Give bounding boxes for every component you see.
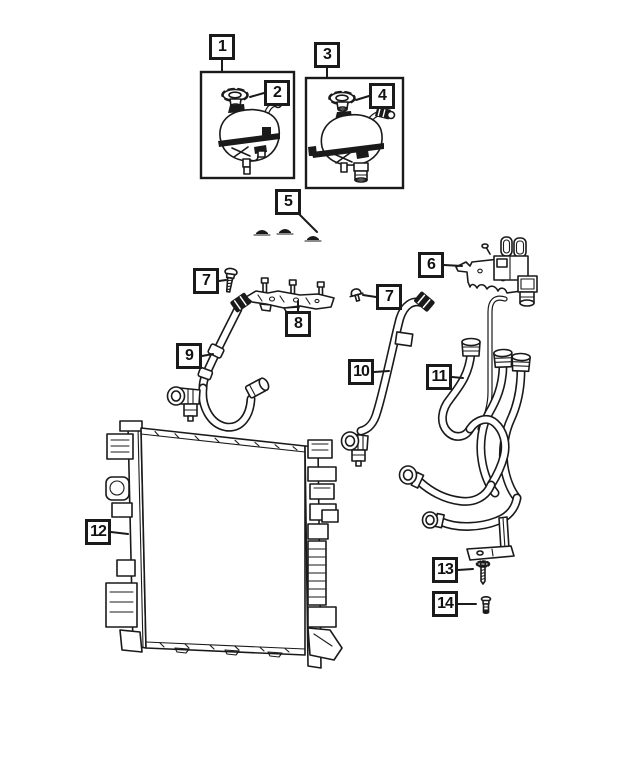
callout-box-3[interactable]: 3	[314, 42, 340, 68]
bolt-14-drawing	[480, 595, 492, 615]
callout-box-8[interactable]: 8	[285, 311, 311, 337]
part-3-enclosure-box	[304, 76, 405, 190]
callout-box-7-upper[interactable]: 7	[193, 268, 219, 294]
part-1-enclosure-box	[199, 70, 296, 180]
callout-box-9[interactable]: 9	[176, 343, 202, 369]
callout-box-12[interactable]: 12	[85, 519, 111, 545]
callout-box-11[interactable]: 11	[426, 364, 452, 390]
leader-line-10	[373, 370, 390, 373]
retainer-clips-5-drawing	[253, 229, 322, 242]
callout-box-4[interactable]: 4	[369, 83, 395, 109]
reservoir-cap-4-drawing	[328, 90, 356, 112]
leader-line-9	[201, 353, 214, 357]
radiator-12-drawing	[105, 420, 343, 669]
leader-line-5	[298, 213, 318, 233]
callout-box-10[interactable]: 10	[348, 359, 374, 385]
callout-box-2[interactable]: 2	[264, 80, 290, 106]
valve-bracket-6-drawing	[455, 236, 538, 429]
callout-box-14[interactable]: 14	[432, 591, 458, 617]
leader-line-2	[249, 92, 265, 98]
callout-box-5[interactable]: 5	[275, 189, 301, 215]
callout-box-13[interactable]: 13	[432, 557, 458, 583]
hose-10-drawing	[340, 291, 435, 467]
callout-box-1[interactable]: 1	[209, 34, 235, 60]
coolant-reservoir-1-drawing	[218, 99, 283, 175]
bolt-13-drawing	[475, 560, 491, 585]
screw-7-upper-drawing	[224, 267, 238, 293]
hose-assembly-11-drawing	[398, 337, 531, 561]
leader-line-11	[451, 376, 464, 379]
leader-line-7-upper	[218, 279, 227, 282]
callout-box-6[interactable]: 6	[418, 252, 444, 278]
leader-line-7-lower	[362, 294, 377, 298]
leader-line-13	[457, 568, 474, 571]
leader-line-6	[443, 264, 463, 267]
clip-7-lower-drawing	[349, 288, 364, 302]
callout-box-7-lower[interactable]: 7	[376, 284, 402, 310]
coolant-reservoir-3-drawing	[308, 106, 396, 183]
leader-line-4	[355, 95, 370, 101]
mounting-bracket-8-drawing	[245, 277, 335, 314]
leader-line-12	[110, 531, 129, 535]
